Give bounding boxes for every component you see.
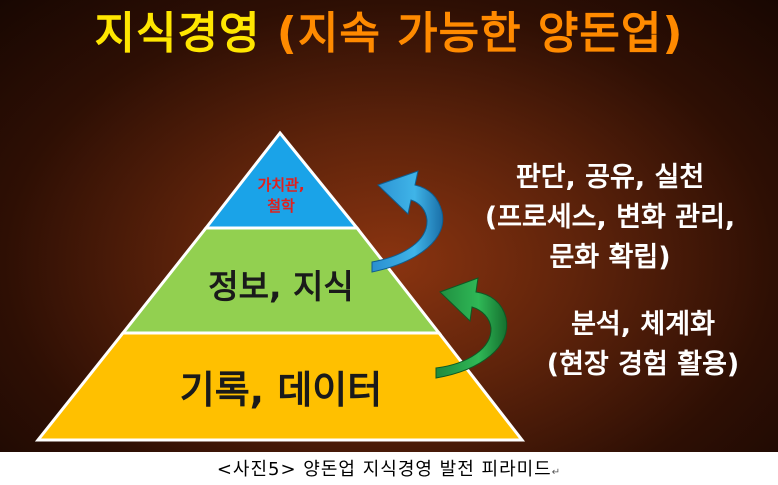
- callout-upper-line: (프로세스, 변화 관리,: [484, 202, 736, 233]
- callout-upper-line: 문화 확립): [549, 242, 671, 273]
- title-main: 지식경영: [94, 8, 261, 59]
- pyramid-diagram: 가치관, 철학 정보, 지식 기록, 데이터: [38, 130, 522, 440]
- pyramid-top-label-line2: 철학: [267, 197, 295, 215]
- callout-lower: 분석, 체계화 (현장 경험 활용): [515, 305, 771, 385]
- caption-text: <사진5> 양돈업 지식경영 발전 피라미드: [216, 459, 552, 480]
- callout-lower-line: 분석, 체계화: [571, 309, 715, 340]
- slide: 가치관, 철학 정보, 지식 기록, 데이터 지식경영 (지속 가능한 양돈업)…: [0, 0, 778, 452]
- callout-lower-line: (현장 경험 활용): [546, 349, 740, 380]
- title-sub: (지속 가능한 양돈업): [276, 8, 684, 59]
- callout-upper-line: 판단, 공유, 실천: [515, 162, 705, 193]
- callout-upper: 판단, 공유, 실천 (프로세스, 변화 관리, 문화 확립): [445, 158, 775, 278]
- curved-arrow-up-icon-lower: [435, 277, 508, 379]
- pyramid-top-label-line1: 가치관,: [257, 176, 304, 194]
- pyramid-bottom-label: 기록, 데이터: [180, 368, 382, 412]
- pyramid-middle-label: 정보, 지식: [208, 267, 353, 306]
- slide-title: 지식경영 (지속 가능한 양돈업): [0, 6, 778, 62]
- pyramid-tier-top: [202, 130, 361, 230]
- figure-caption: <사진5> 양돈업 지식경영 발전 피라미드↵: [0, 458, 778, 485]
- curved-arrow-up-icon: [371, 170, 444, 273]
- return-mark-icon: ↵: [551, 467, 562, 478]
